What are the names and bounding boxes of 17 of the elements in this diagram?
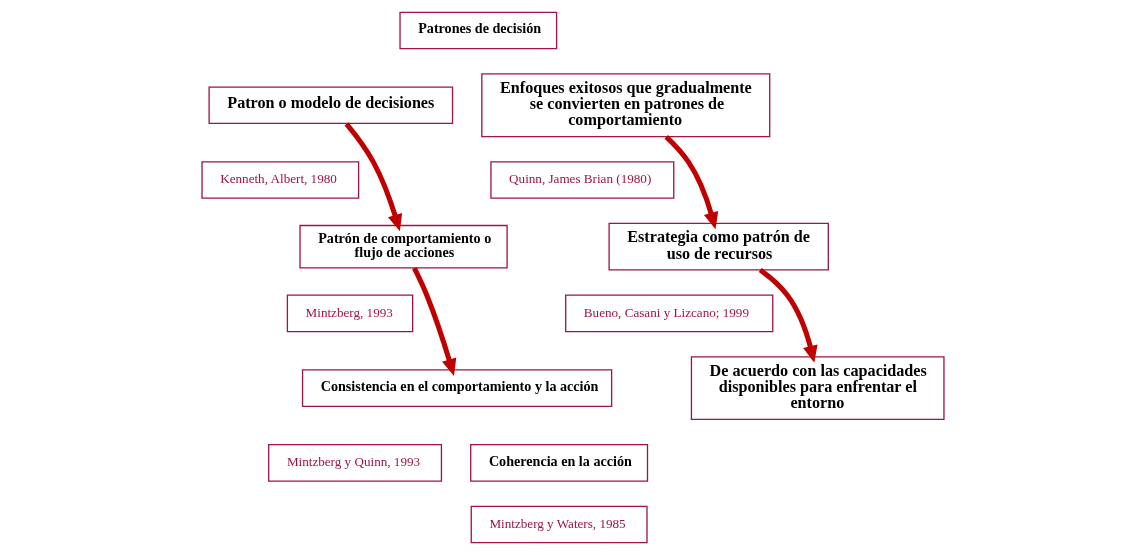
- node-box: Patrones de decisión: [399, 11, 558, 50]
- node-box: Quinn, James Brian (1980): [490, 161, 675, 199]
- node-box: Mintzberg, 1993: [286, 294, 414, 333]
- node-box: Mintzberg y Waters, 1985: [470, 505, 648, 544]
- node-box: Bueno, Casani y Lizcano; 1999: [565, 294, 774, 333]
- arrow: [344, 122, 403, 232]
- node-box: Patrón de comportamiento o flujo de acciones: [299, 224, 508, 269]
- arrow: [412, 267, 457, 376]
- node-box: Consistencia en el comportamiento y la acción: [301, 369, 613, 407]
- node-box: Kenneth, Albert, 1980: [201, 161, 360, 199]
- node-box: Estrategia como patrón de uso de recursos: [608, 222, 829, 271]
- node-box: De acuerdo con las capacidades disponibles para enfrentar el entorno: [690, 356, 945, 421]
- node-box: Enfoques exitosos que gradualmente se convierten en patrones de comportamiento: [481, 73, 771, 138]
- node-box: Mintzberg y Quinn, 1993: [268, 444, 443, 482]
- node-box: Coherencia en la acción: [470, 444, 649, 482]
- node-box: Patron o modelo de decisiones: [208, 86, 454, 125]
- arrow: [664, 134, 719, 230]
